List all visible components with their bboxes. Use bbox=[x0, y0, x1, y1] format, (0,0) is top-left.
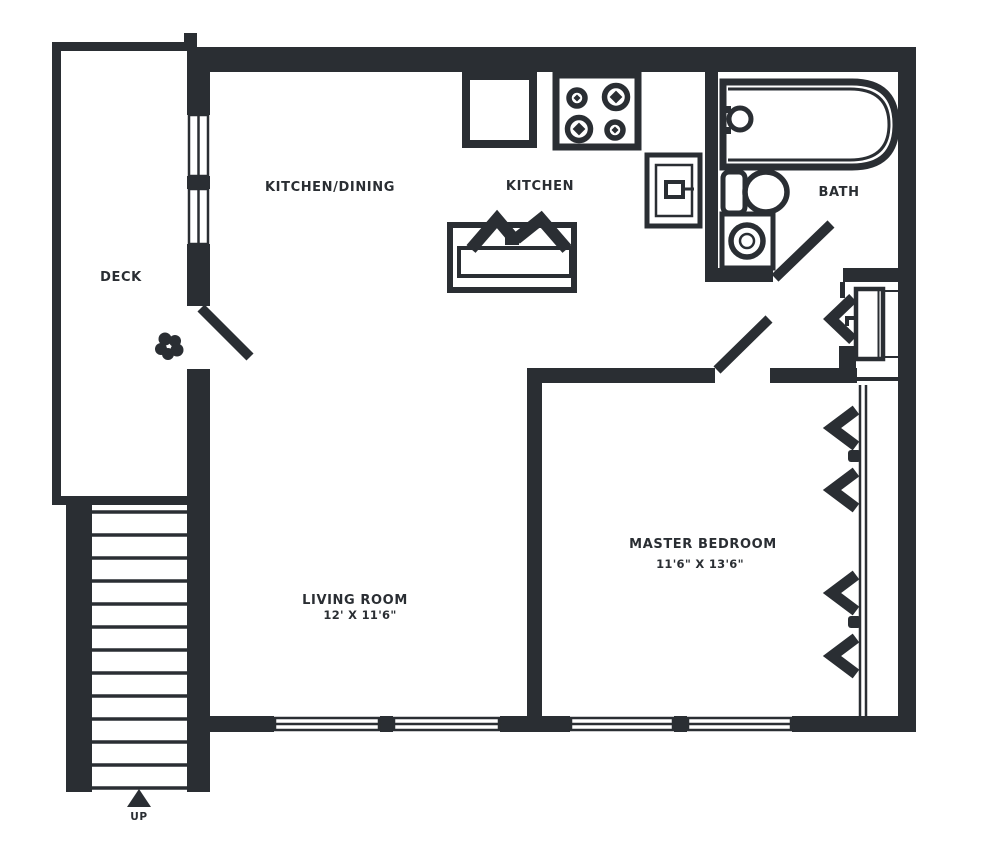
entry-door-swing-icon bbox=[197, 304, 254, 361]
window-icon bbox=[392, 716, 501, 732]
kitchen-dining-label: KITCHEN/DINING bbox=[265, 180, 395, 195]
toilet-icon bbox=[720, 169, 790, 216]
master-bedroom-dimensions: 11'6" X 13'6" bbox=[656, 557, 744, 571]
deck-label: DECK bbox=[100, 270, 142, 285]
staircase-icon bbox=[66, 505, 187, 807]
window-icon bbox=[686, 716, 793, 732]
window-icon bbox=[187, 187, 210, 246]
windows bbox=[187, 113, 793, 732]
exterior-walls bbox=[184, 33, 916, 792]
bath-door-swing-icon bbox=[771, 220, 835, 282]
plant-icon bbox=[155, 332, 184, 360]
closets bbox=[822, 286, 898, 716]
master-bedroom-label: MASTER BEDROOM bbox=[629, 537, 777, 552]
living-room-label: LIVING ROOM bbox=[302, 593, 408, 608]
range-icon bbox=[552, 71, 642, 151]
stairs-up-label: UP bbox=[130, 811, 147, 823]
bifold-closet-door-icon bbox=[822, 294, 861, 679]
living-room-dimensions: 12' X 11'6" bbox=[323, 608, 396, 622]
interior-walls bbox=[527, 72, 916, 716]
dining-table-icon bbox=[447, 209, 577, 293]
vanity-sink-icon bbox=[719, 211, 776, 271]
window-icon bbox=[569, 716, 675, 732]
window-icon bbox=[187, 113, 210, 178]
room-labels: DECK KITCHEN/DINING KITCHEN BATH LIVING … bbox=[100, 179, 859, 823]
bathtub-icon bbox=[719, 78, 900, 171]
closet-shelf-icon bbox=[845, 286, 898, 362]
doors bbox=[197, 220, 835, 374]
window-icon bbox=[273, 716, 381, 732]
bedroom-door-swing-icon bbox=[713, 315, 773, 374]
kitchen-label: KITCHEN bbox=[506, 179, 574, 194]
deck-area bbox=[52, 42, 190, 505]
kitchen-fixtures bbox=[447, 71, 703, 293]
bath-label: BATH bbox=[818, 185, 859, 200]
refrigerator-icon bbox=[462, 72, 537, 148]
up-arrow-icon bbox=[127, 789, 151, 807]
bathroom-fixtures bbox=[719, 78, 900, 271]
kitchen-sink-icon bbox=[644, 152, 703, 229]
